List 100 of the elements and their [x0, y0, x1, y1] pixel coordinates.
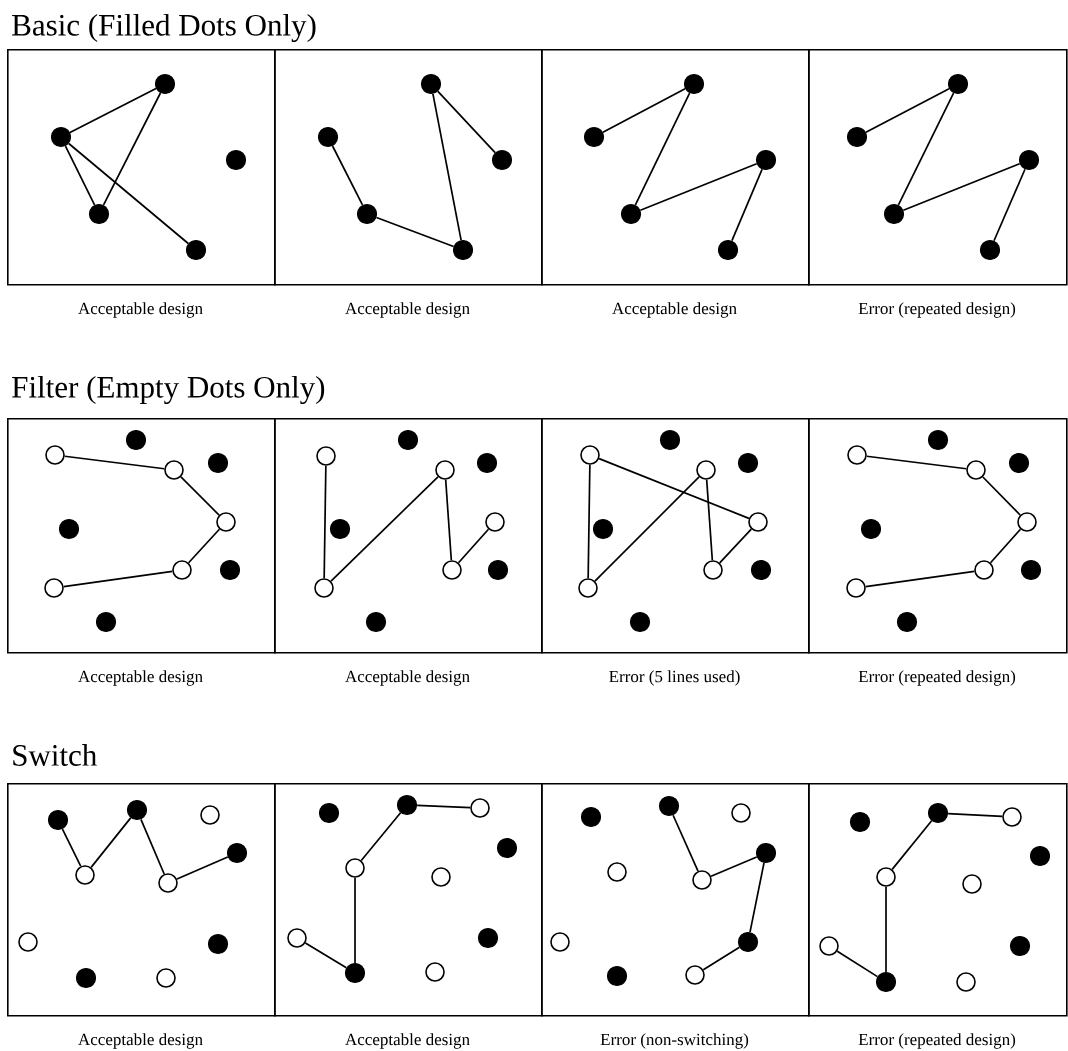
panel-caption: Acceptable design — [78, 302, 203, 318]
filled-dot — [620, 203, 642, 225]
filled-dot — [737, 452, 759, 474]
filled-dot — [979, 239, 1001, 261]
filled-dot — [683, 73, 705, 95]
connecting-line — [902, 162, 1021, 212]
filled-dot — [849, 811, 871, 833]
empty-circle — [847, 445, 867, 465]
filled-dot — [126, 799, 148, 821]
empty-circle — [956, 972, 976, 992]
empty-circle — [164, 460, 184, 480]
empty-circle — [819, 936, 839, 956]
connecting-line — [323, 464, 327, 580]
empty-circle — [18, 932, 38, 952]
filled-dot — [185, 239, 207, 261]
filled-dot — [207, 452, 229, 474]
empty-circle — [156, 968, 176, 988]
connecting-line — [639, 162, 758, 212]
filled-dot — [318, 802, 340, 824]
empty-circle — [316, 446, 336, 466]
filled-dot — [755, 842, 777, 864]
connecting-line — [457, 528, 490, 564]
panel-box — [7, 418, 276, 654]
empty-circle — [692, 870, 712, 890]
empty-circle — [200, 805, 220, 825]
connecting-line — [705, 478, 714, 562]
connecting-line — [62, 570, 174, 588]
filled-dot — [75, 967, 97, 989]
filled-dot — [580, 806, 602, 828]
filled-dot — [592, 518, 614, 540]
filled-dot — [476, 452, 498, 474]
filled-dot — [896, 611, 918, 633]
panel-caption: Acceptable design — [345, 670, 470, 686]
panel-caption: Acceptable design — [78, 670, 203, 686]
panel-caption: Acceptable design — [612, 302, 737, 318]
panel-box — [541, 418, 810, 654]
empty-circle — [696, 460, 716, 480]
connecting-line — [982, 476, 1021, 516]
empty-circle — [345, 858, 365, 878]
connecting-line — [891, 820, 933, 871]
empty-circle — [287, 928, 307, 948]
connecting-line — [90, 817, 132, 869]
empty-circle — [846, 578, 866, 598]
filled-dot — [1008, 452, 1030, 474]
filled-dot — [927, 802, 949, 824]
section-heading: Basic (Filled Dots Only) — [12, 13, 316, 43]
empty-circle — [158, 873, 178, 893]
filled-dot — [1018, 149, 1040, 171]
filled-dot — [875, 971, 897, 993]
filled-dot — [225, 149, 247, 171]
empty-circle — [435, 460, 455, 480]
connecting-line — [865, 455, 968, 470]
empty-circle — [748, 512, 768, 532]
filled-dot — [947, 73, 969, 95]
connecting-line — [865, 87, 950, 134]
filled-dot — [58, 518, 80, 540]
empty-circle — [442, 560, 462, 580]
empty-circle — [876, 867, 896, 887]
connecting-line — [176, 856, 229, 880]
empty-circle — [425, 962, 445, 982]
connecting-line — [594, 476, 700, 582]
connecting-line — [598, 457, 750, 520]
filled-dot — [1020, 559, 1042, 581]
panel-caption: Error (repeated design) — [858, 1033, 1016, 1049]
filled-dot — [583, 126, 605, 148]
empty-circle — [470, 798, 490, 818]
filled-dot — [317, 126, 339, 148]
filled-dot — [496, 837, 518, 859]
empty-circle — [314, 578, 334, 598]
connecting-line — [993, 168, 1026, 242]
empty-circle — [44, 578, 64, 598]
filled-dot — [658, 795, 680, 817]
filled-dot — [606, 965, 628, 987]
filled-dot — [491, 149, 513, 171]
filled-dot — [344, 962, 366, 984]
empty-circle — [45, 445, 65, 465]
filled-dot — [659, 429, 681, 451]
filled-dot — [452, 239, 474, 261]
filled-dot — [396, 794, 418, 816]
panel-box — [541, 783, 810, 1017]
connecting-line — [64, 145, 96, 206]
empty-circle — [172, 560, 192, 580]
empty-circle — [75, 865, 95, 885]
filled-dot — [207, 933, 229, 955]
empty-circle — [703, 560, 723, 580]
empty-circle — [1002, 807, 1022, 827]
connecting-line — [180, 476, 220, 516]
panel-caption: Acceptable design — [78, 1033, 203, 1049]
connecting-line — [587, 463, 591, 580]
filled-dot — [226, 842, 248, 864]
connecting-line — [102, 92, 162, 206]
connecting-line — [444, 478, 453, 562]
connecting-line — [67, 142, 190, 245]
connecting-line — [634, 92, 691, 206]
filled-dot — [927, 429, 949, 451]
panel-box — [7, 783, 276, 1017]
filled-dot — [47, 809, 69, 831]
panel-caption: Error (repeated design) — [858, 670, 1016, 686]
filled-dot — [717, 239, 739, 261]
connecting-line — [354, 876, 356, 964]
